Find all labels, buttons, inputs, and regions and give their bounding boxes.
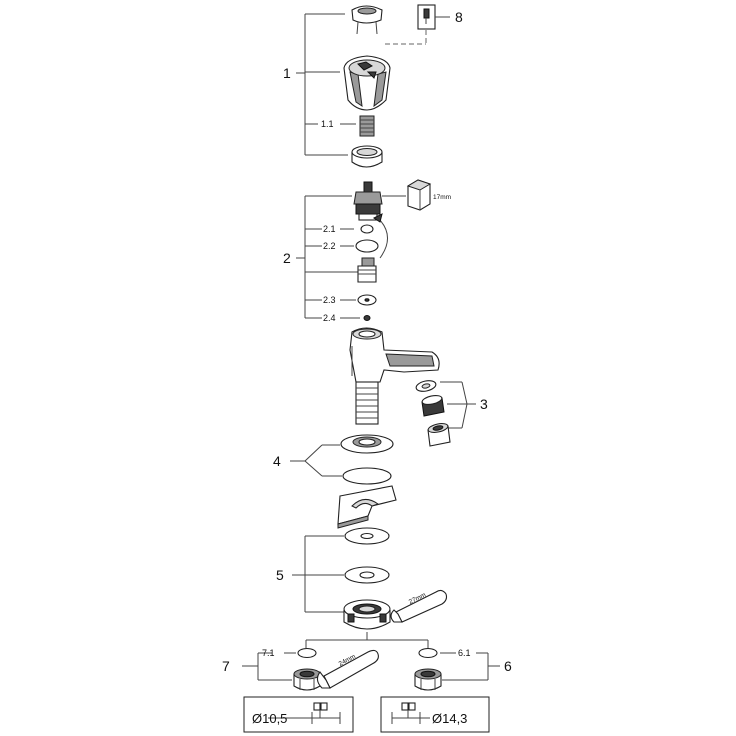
group-3-leaders (440, 381, 476, 429)
dimension-box-right (380, 696, 490, 733)
callout-6: 6 (504, 658, 512, 674)
screw (363, 315, 371, 321)
tap-body (349, 327, 440, 425)
aerator-housing (427, 423, 451, 447)
callout-2-3: 2.3 (323, 295, 336, 305)
callout-8: 8 (455, 9, 463, 25)
fixing-nut (343, 599, 391, 630)
handle-knob (343, 55, 391, 111)
group-5-leaders (292, 535, 344, 613)
compression-ring-left (297, 647, 317, 659)
valve-seat (357, 257, 377, 283)
o-ring (355, 239, 379, 253)
wrench-24mm (316, 649, 379, 689)
index-button (385, 4, 450, 45)
spindle-adapter (359, 115, 375, 137)
callout-5: 5 (276, 567, 284, 583)
callout-2-2: 2.2 (323, 241, 336, 251)
fixing-washer-lower (344, 566, 390, 584)
callout-7: 7 (222, 658, 230, 674)
group-2-leaders (296, 195, 360, 319)
cover-ring (351, 145, 383, 168)
dimension-right: Ø14,3 (432, 711, 467, 726)
group-1-leaders (296, 13, 356, 156)
aerator-washer (415, 380, 437, 392)
callout-7-1: 7.1 (262, 648, 275, 658)
dimension-box-left (243, 696, 354, 733)
compression-nut-left (293, 668, 321, 691)
callout-1: 1 (283, 65, 291, 81)
callout-6-1: 6.1 (458, 648, 471, 658)
compression-ring-right (418, 647, 438, 659)
fixing-washer-upper (344, 527, 390, 545)
group-7-leaders (242, 652, 296, 681)
callout-1-1: 1.1 (321, 119, 334, 129)
callout-2: 2 (283, 250, 291, 266)
hex-nut-17mm (382, 179, 432, 211)
o-ring-small (360, 224, 374, 234)
connector-leaders (305, 632, 429, 648)
compression-nut-right (414, 668, 442, 691)
rotation-arrow (373, 213, 388, 259)
callout-2-1: 2.1 (323, 224, 336, 234)
callout-3: 3 (480, 396, 488, 412)
base-rosette (340, 434, 394, 454)
wrench-size-17: 17mm (433, 194, 451, 201)
headpart (353, 181, 383, 221)
callout-4: 4 (273, 453, 281, 469)
callout-2-4: 2.4 (323, 313, 336, 323)
group-4-leaders (290, 444, 342, 477)
group-6-leaders (440, 652, 500, 681)
base-o-ring (342, 467, 392, 485)
handle-cap (351, 5, 383, 35)
dimension-left: Ø10,5 (252, 711, 287, 726)
stabilizer-plate (337, 485, 397, 529)
wrench-27mm (390, 589, 448, 623)
washer (357, 294, 377, 306)
aerator-insert (421, 395, 445, 417)
